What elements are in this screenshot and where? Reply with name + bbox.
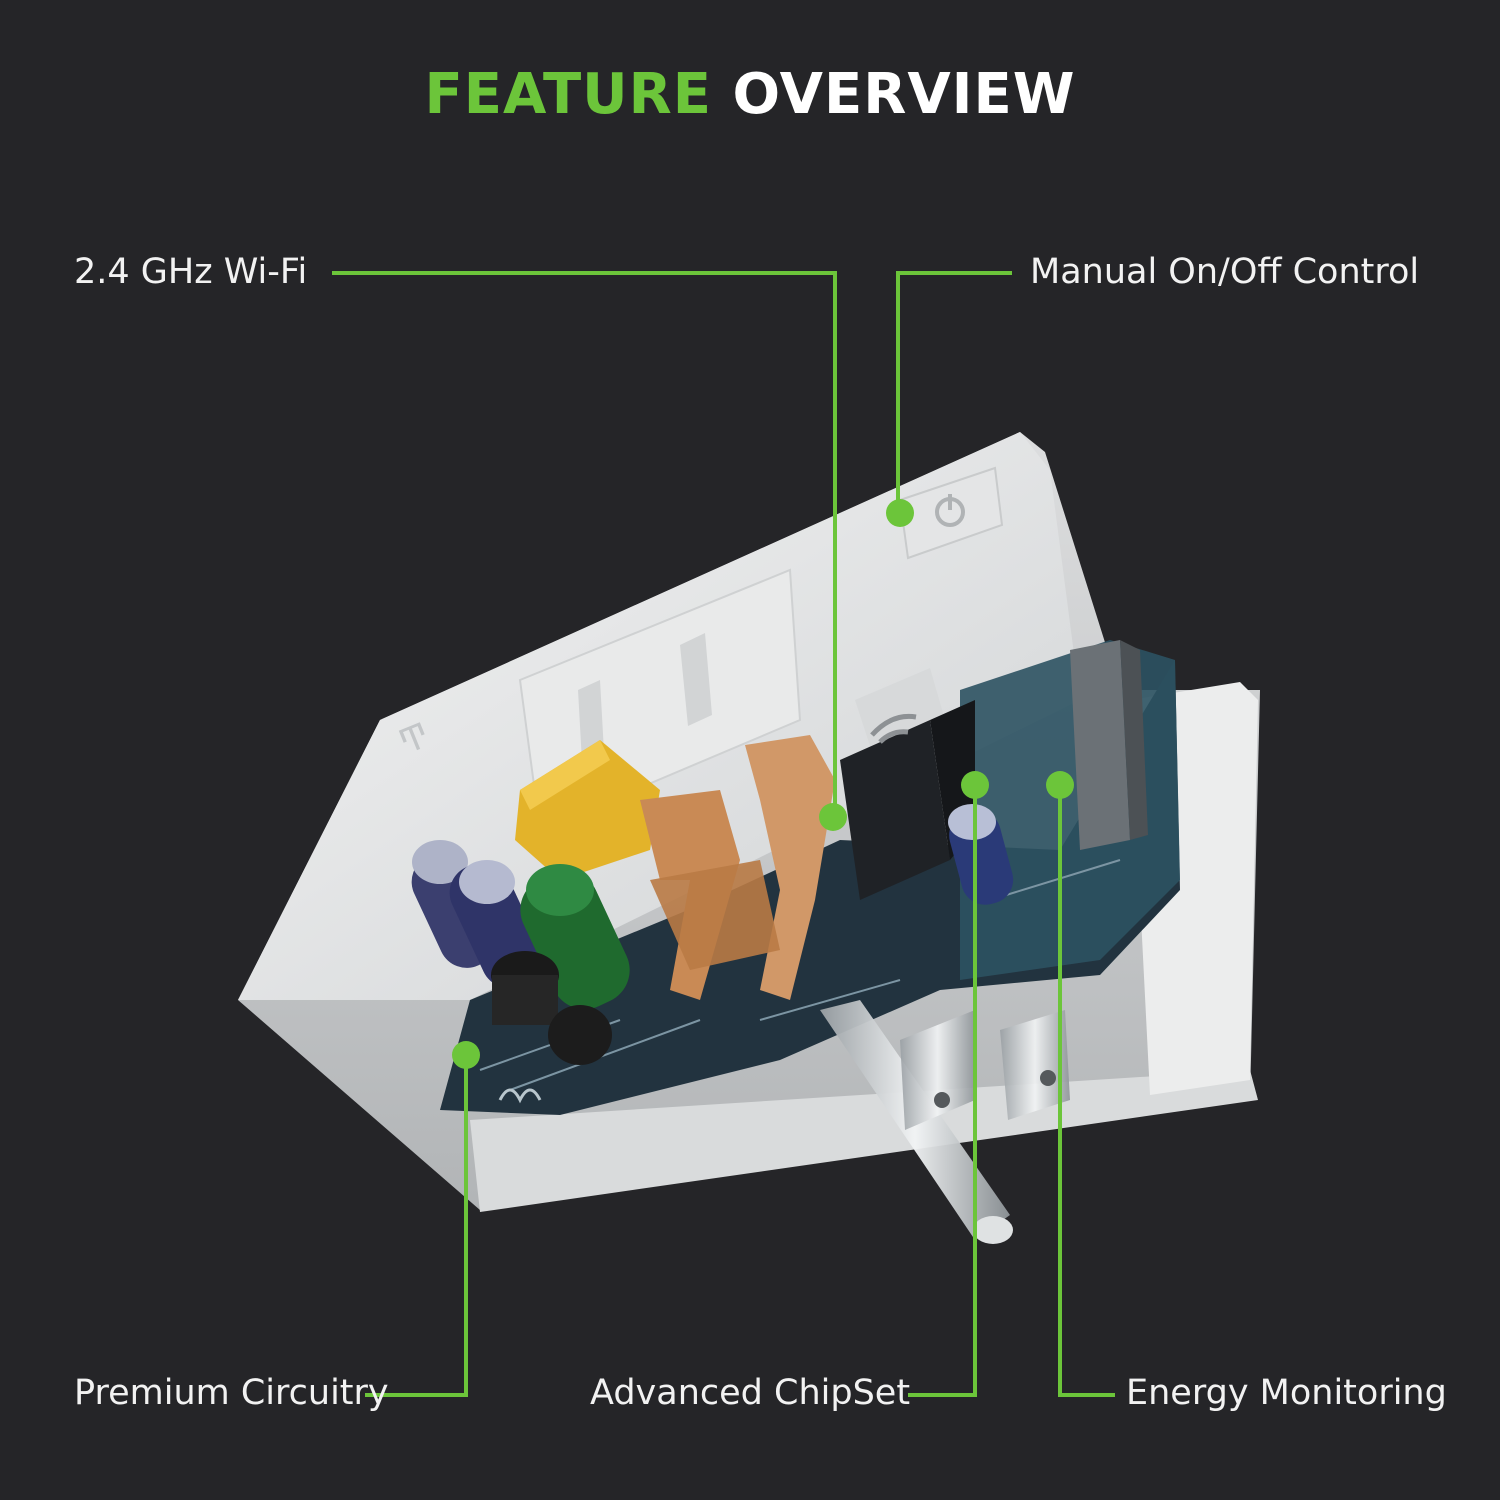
copper-terminals (640, 735, 835, 1000)
feature-label-advanced-chipset: Advanced ChipSet (590, 1373, 911, 1413)
page-title: FEATURE OVERVIEW (0, 62, 1500, 127)
inductor (491, 951, 612, 1065)
plug-prongs (820, 1000, 1070, 1244)
energy-callout-dot (1046, 771, 1074, 799)
title-accent: FEATURE (424, 62, 713, 127)
feature-label-wifi: 2.4 GHz Wi-Fi (74, 252, 308, 292)
circuitry-callout-line (365, 1055, 468, 1397)
chipset-callout-dot (961, 771, 989, 799)
wifi-callout-line (332, 271, 837, 815)
manual-callout-dot (886, 499, 914, 527)
power-button-icon (898, 466, 1004, 560)
manual-callout-line (896, 271, 1012, 513)
wifi-callout-dot (819, 803, 847, 831)
callout-lines (332, 271, 1115, 1397)
feature-label-energy-monitoring: Energy Monitoring (1126, 1373, 1447, 1413)
energy-callout-line (1058, 785, 1115, 1397)
yellow-capacitor (515, 740, 660, 880)
feature-label-manual-control: Manual On/Off Control (1030, 252, 1420, 292)
feature-label-premium-circuitry: Premium Circuitry (74, 1373, 389, 1413)
energy-monitor-component (1070, 640, 1148, 850)
circuitry-callout-dot (452, 1041, 480, 1069)
callout-dots (452, 499, 1074, 1069)
chipset-callout-line (908, 785, 977, 1397)
title-rest: OVERVIEW (732, 62, 1076, 127)
